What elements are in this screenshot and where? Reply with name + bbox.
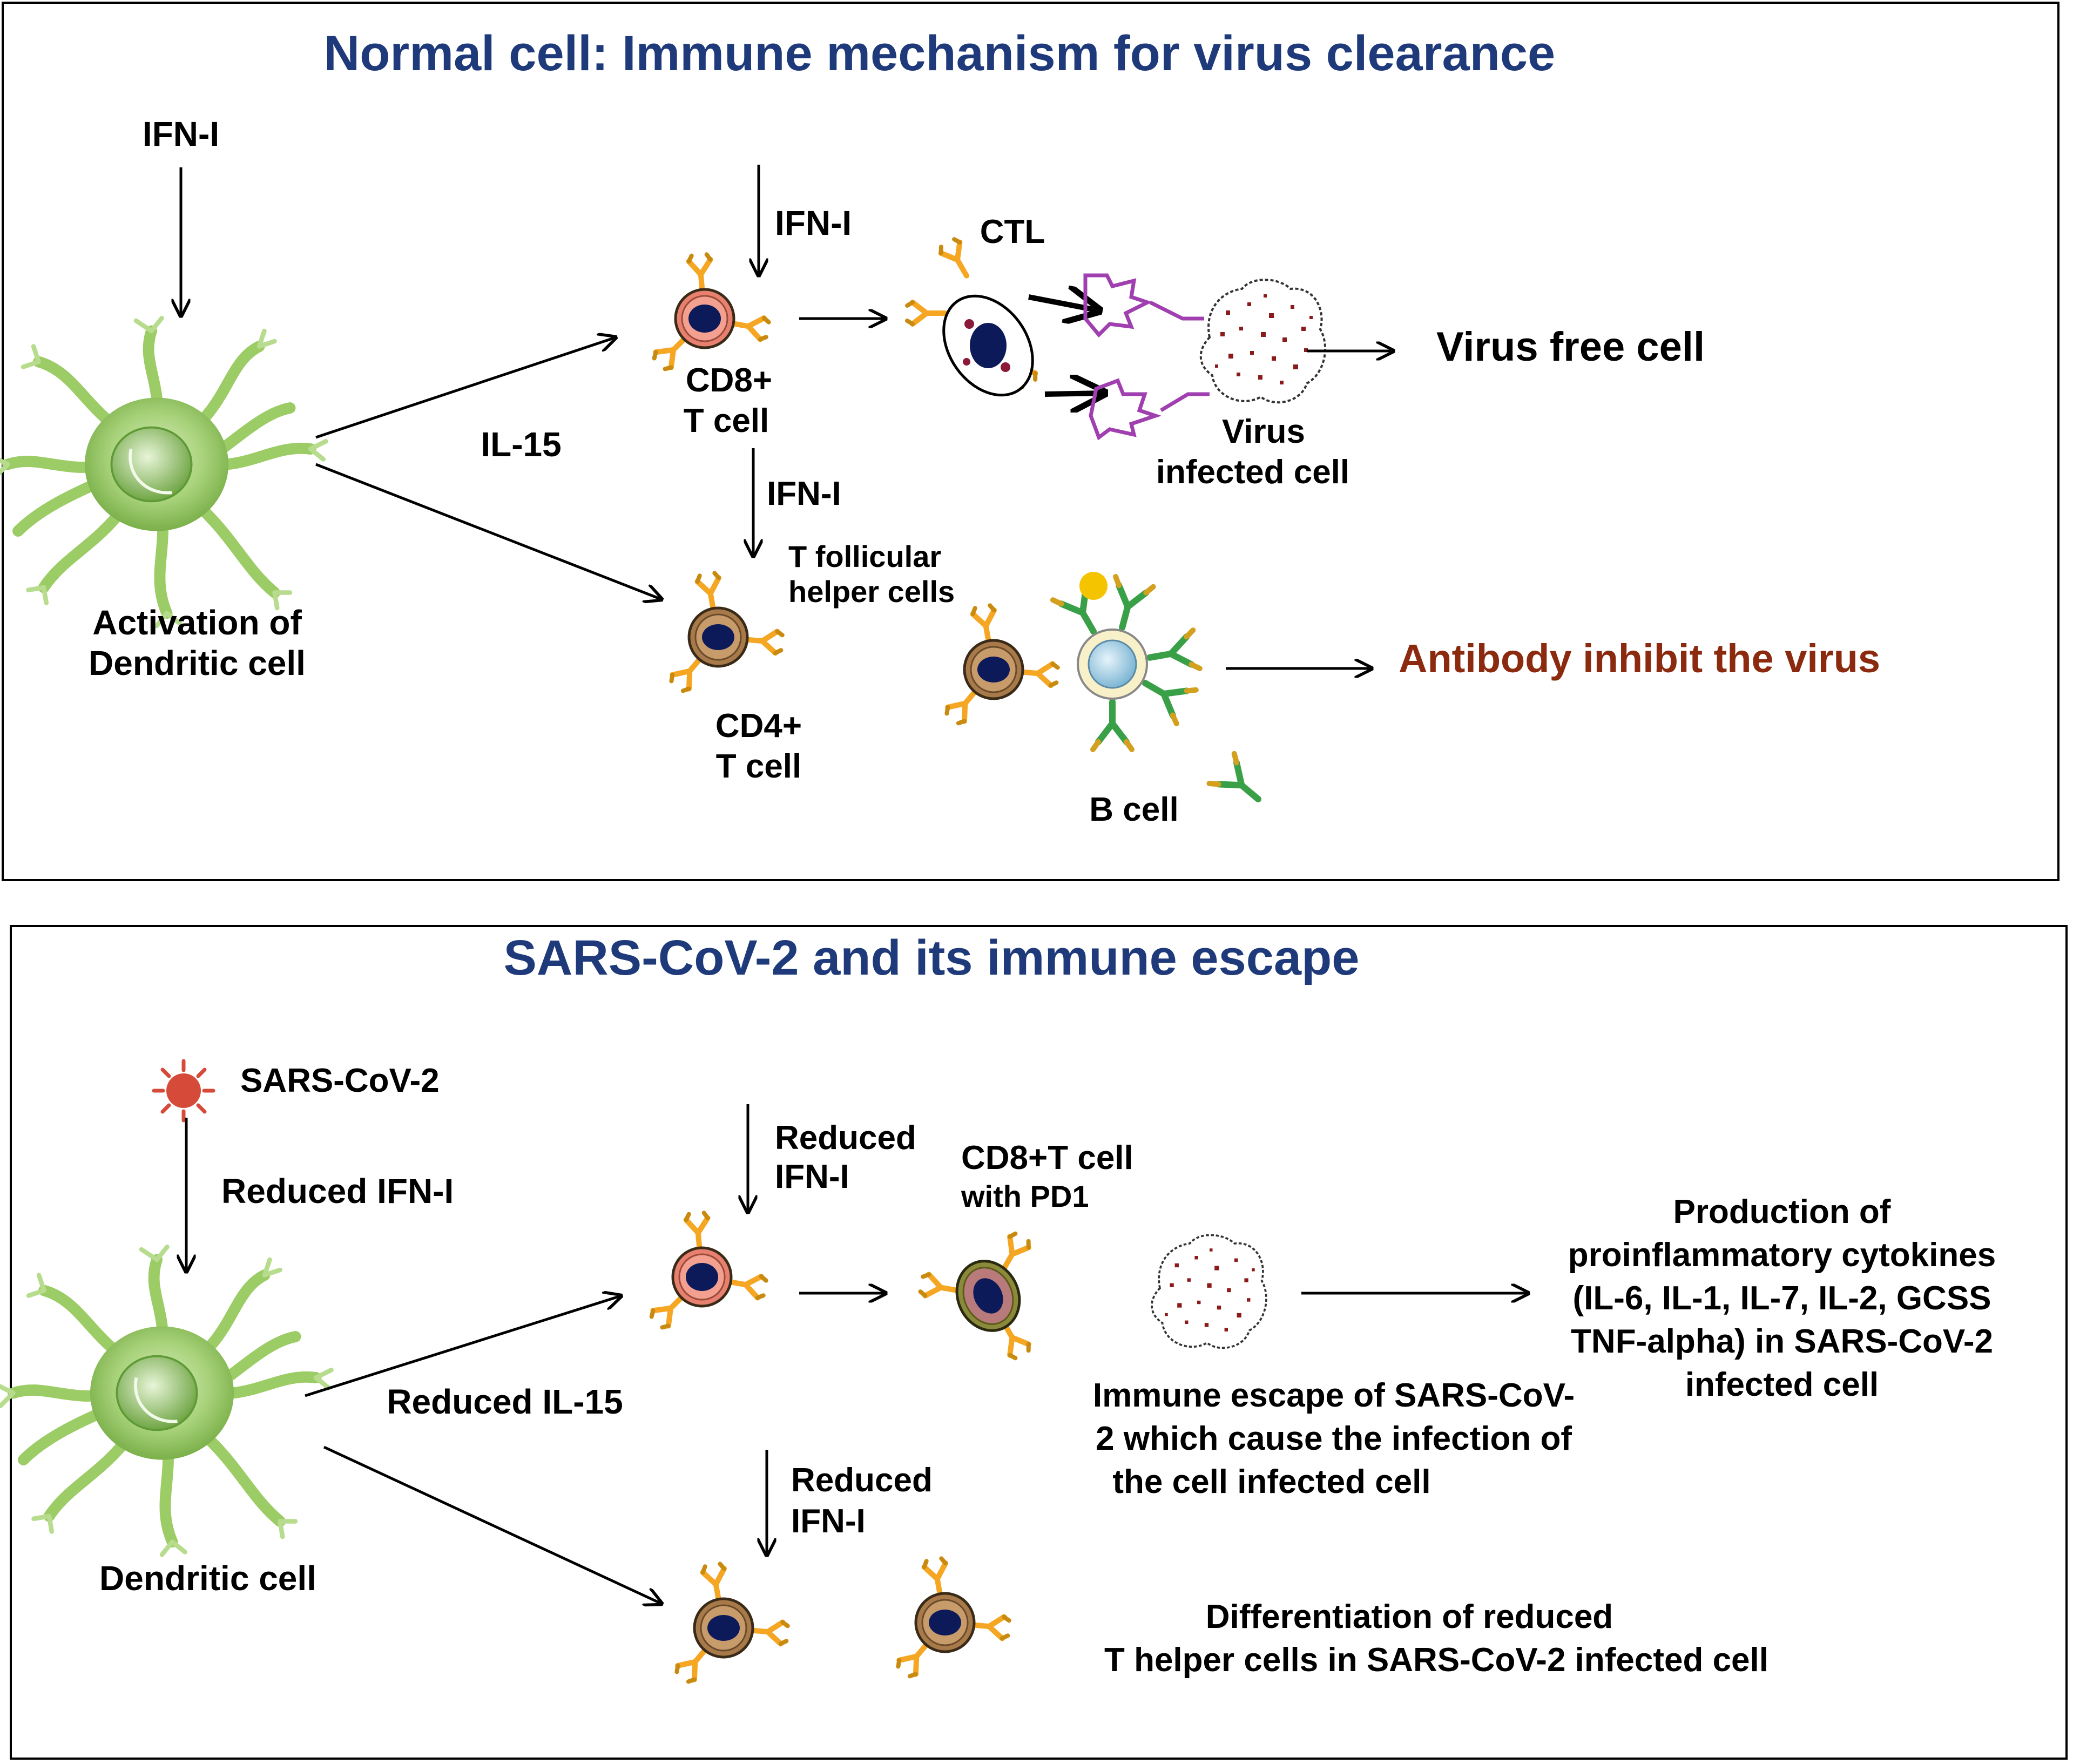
dendritic-label-2: Dendritic cell [89, 644, 306, 682]
t-helper-bottom-cell-icon [896, 1558, 1009, 1678]
tfh-label-2: helper cells [788, 575, 955, 609]
virus-infected-label-2: infected cell [1156, 454, 1349, 491]
ifn-top-label: IFN-I [143, 114, 219, 153]
cd8-bottom-t-cell-icon [649, 1213, 766, 1330]
ctl-attack-arrow-1 [1028, 297, 1099, 310]
reduced-il15-label: Reduced IL-15 [387, 1382, 623, 1421]
escape-label-1: Immune escape of SARS-CoV- [1093, 1377, 1575, 1414]
production-label-5: infected cell [1685, 1366, 1879, 1403]
cd8-t-cell-icon [652, 254, 769, 371]
cd8-label-1: CD8+ [686, 362, 772, 399]
b-cell-icon [1053, 572, 1200, 749]
cd4-label-2: T cell [716, 748, 802, 785]
production-label-2: proinflammatory cytokines [1568, 1236, 1996, 1274]
escape-label-2: 2 which cause the infection of [1096, 1420, 1572, 1457]
dc-to-cd8-bottom-arrow [305, 1296, 621, 1397]
panel-top-title: Normal cell: Immune mechanism for virus … [324, 26, 1555, 81]
dendritic-bottom-label: Dendritic cell [99, 1559, 316, 1598]
reduced-ifn-cd4-label-1: Reduced [791, 1462, 933, 1499]
b-cell-label: B cell [1089, 791, 1178, 828]
diff-label-2: T helper cells in SARS-CoV-2 infected ce… [1104, 1641, 1768, 1679]
il15-label: IL-15 [481, 425, 561, 464]
ctl-cell-icon [907, 238, 1051, 397]
reduced-ifn-cd4-label-2: IFN-I [791, 1503, 866, 1540]
sars-label: SARS-CoV-2 [240, 1062, 440, 1099]
dendritic-label-1: Activation of [92, 603, 302, 642]
panel-top-frame [2, 2, 2060, 881]
virus-protein-icon [1083, 273, 1210, 441]
cd8-pd1-label-2: with PD1 [961, 1179, 1089, 1213]
reduced-ifn-left-label: Reduced IFN-I [221, 1172, 454, 1211]
panel-bottom-title: SARS-CoV-2 and its immune escape [504, 930, 1360, 985]
production-label-4: TNF-alpha) in SARS-CoV-2 [1571, 1323, 1993, 1360]
virus-infected-label-1: Virus [1222, 413, 1305, 450]
reduced-ifn-cd8-label-1: Reduced [775, 1119, 916, 1157]
virus-infected-cell-icon [1199, 279, 1327, 404]
ifn-cd4-label: IFN-I [767, 475, 841, 512]
sars-cov-2-icon [152, 1059, 215, 1123]
escape-label-3: the cell infected cell [1112, 1463, 1430, 1501]
dc-to-cd4-arrow [315, 463, 661, 599]
dendritic-cell-bottom-icon [0, 1247, 331, 1555]
dc-to-cd8-arrow [315, 337, 616, 439]
production-label-1: Production of [1673, 1193, 1891, 1231]
ifn-cd8-label: IFN-I [775, 204, 852, 242]
tfh-label-1: T follicular [788, 539, 941, 573]
panel-bottom-frame [10, 925, 2068, 1760]
cd4-t-cell-icon [669, 572, 782, 693]
tfh-cell-icon [944, 605, 1058, 725]
antibody-label: Antibody inhibit the virus [1399, 636, 1880, 681]
dendritic-cell-top-icon [0, 318, 326, 626]
cd4-bottom-t-cell-icon [674, 1563, 788, 1684]
cd8-pd1-label-1: CD8+T cell [961, 1139, 1133, 1177]
diff-label-1: Differentiation of reduced [1206, 1598, 1613, 1635]
cd4-label-1: CD4+ [715, 707, 802, 745]
reduced-ifn-cd8-label-2: IFN-I [775, 1158, 849, 1195]
sars-infected-cell-icon [1151, 1234, 1267, 1349]
production-label-3: (IL-6, IL-1, IL-7, IL-2, GCSS [1572, 1280, 1991, 1317]
dc-to-cd4-bottom-arrow [323, 1445, 661, 1604]
cd8-label-2: T cell [684, 402, 769, 440]
virus-free-label: Virus free cell [1436, 324, 1705, 370]
ctl-label: CTL [980, 213, 1045, 251]
cd8-pd1-cell-icon [920, 1232, 1031, 1360]
free-antibody-icon [1209, 754, 1271, 814]
